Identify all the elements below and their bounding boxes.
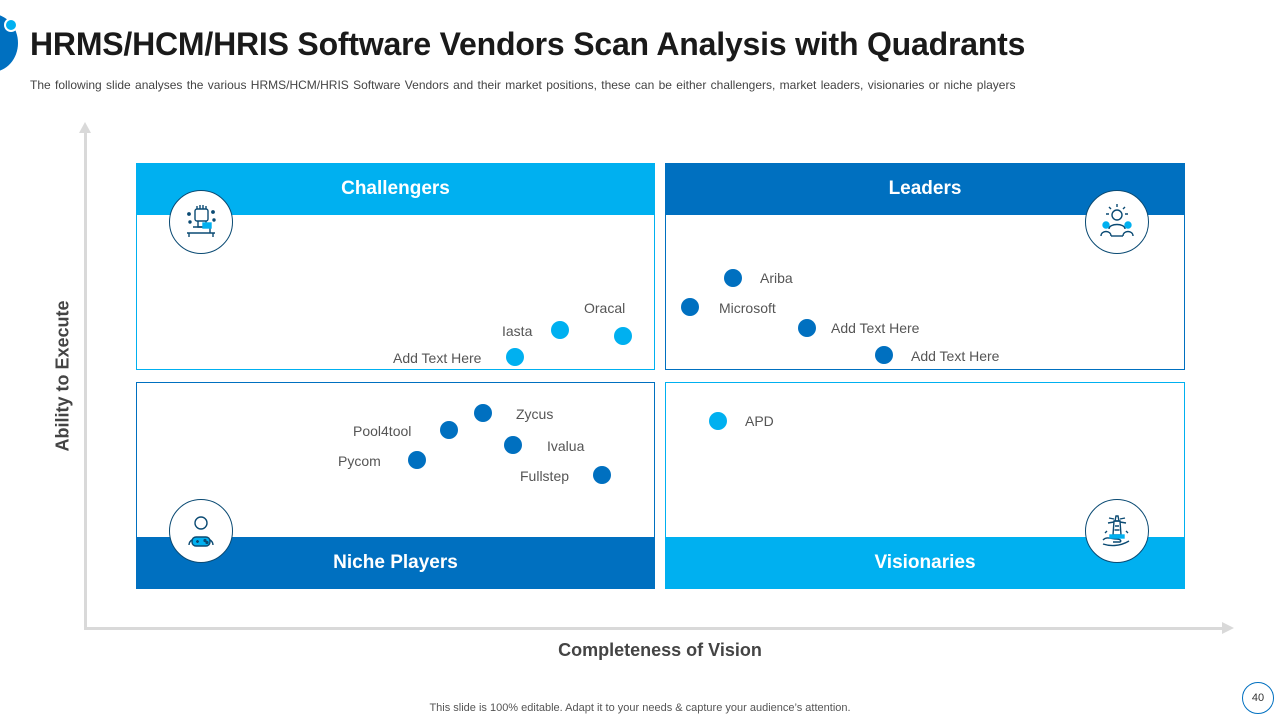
lighthouse-hand-icon bbox=[1085, 499, 1149, 563]
vendor-dot bbox=[724, 269, 742, 287]
vendor-label: Pycom bbox=[338, 453, 381, 469]
vendor-dot bbox=[474, 404, 492, 422]
y-axis-line bbox=[84, 128, 87, 630]
vendor-label: Ivalua bbox=[547, 438, 585, 454]
vendor-label: Add Text Here bbox=[911, 348, 1000, 364]
gamer-icon bbox=[169, 499, 233, 563]
corner-dot-decoration bbox=[4, 18, 18, 32]
vendor-dot bbox=[875, 346, 893, 364]
vendor-dot bbox=[506, 348, 524, 366]
vendor-label: Ariba bbox=[760, 270, 793, 286]
vendor-label: APD bbox=[745, 413, 774, 429]
fist-raised-icon bbox=[169, 190, 233, 254]
vendor-dot bbox=[798, 319, 816, 337]
x-axis-label: Completeness of Vision bbox=[558, 640, 762, 660]
y-axis-arrow bbox=[79, 122, 91, 133]
vendor-dot bbox=[593, 466, 611, 484]
footer-note: This slide is 100% editable. Adapt it to… bbox=[429, 702, 851, 714]
vendor-dot bbox=[408, 451, 426, 469]
vendor-dot bbox=[551, 321, 569, 339]
vendor-label: Fullstep bbox=[520, 468, 570, 484]
vendor-dot bbox=[504, 436, 522, 454]
vendor-dot bbox=[681, 298, 699, 316]
vendor-label: Add Text Here bbox=[393, 350, 482, 366]
vendor-label: Oracal bbox=[584, 300, 626, 316]
quadrant-niche-players: Niche Players bbox=[136, 382, 655, 589]
leader-team-icon bbox=[1085, 190, 1149, 254]
x-axis-line bbox=[84, 627, 1226, 630]
page-title: HRMS/HCM/HRIS Software Vendors Scan Anal… bbox=[30, 26, 1026, 62]
vendor-label: Pool4tool bbox=[353, 423, 412, 439]
vendor-label: Iasta bbox=[502, 323, 533, 339]
vendor-label: Microsoft bbox=[719, 300, 776, 316]
vendor-dot bbox=[614, 327, 632, 345]
vendor-label: Zycus bbox=[516, 406, 554, 422]
y-axis-label: Ability to Execute bbox=[52, 300, 73, 452]
vendor-label: Add Text Here bbox=[831, 320, 920, 336]
vendor-dot bbox=[440, 421, 458, 439]
page-number: 40 bbox=[1242, 682, 1274, 714]
vendor-dot bbox=[709, 412, 727, 430]
page-subtitle: The following slide analyses the various… bbox=[30, 78, 1016, 92]
x-axis-arrow bbox=[1222, 622, 1234, 634]
